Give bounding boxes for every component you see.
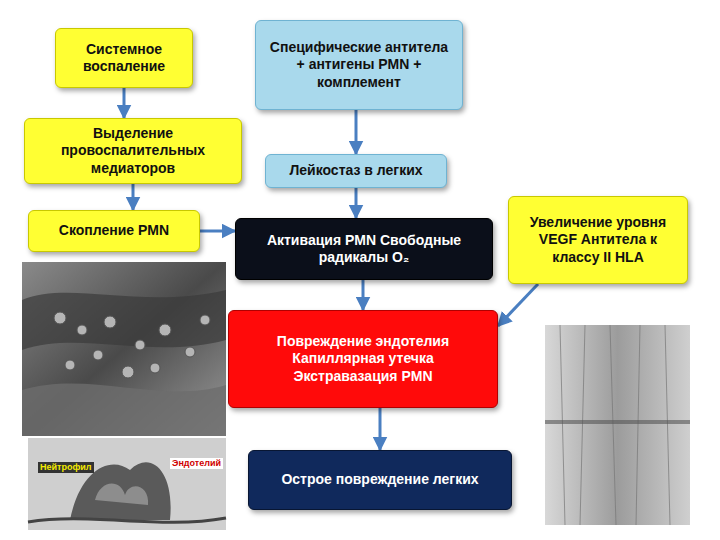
node-text: Выделение провоспалительных медиаторов	[35, 125, 231, 178]
damage-box: Повреждение эндотелия Капиллярная утечка…	[228, 310, 498, 408]
flow-arrow	[498, 284, 538, 326]
flow-arrow	[123, 88, 126, 118]
node-text: Системное воспаление	[66, 41, 182, 76]
cause-box: Системное воспаление	[55, 28, 193, 88]
outcome-box: Острое повреждение легких	[248, 450, 512, 510]
factor-box: Увеличение уровня VEGF Антитела к классу…	[508, 196, 688, 284]
node-text: Скопление PMN	[59, 222, 169, 240]
node-text: Лейкостаз в легких	[289, 162, 422, 180]
node-text: Повреждение эндотелия Капиллярная утечка…	[239, 333, 487, 386]
flow-arrow	[362, 280, 365, 310]
process-box: Лейкостаз в легких	[265, 154, 447, 188]
node-text: Специфические антитела + антигены PMN + …	[266, 39, 452, 92]
node-text: Увеличение уровня VEGF Антитела к классу…	[519, 214, 677, 267]
flow-arrow	[132, 184, 135, 210]
flow-arrow	[355, 188, 358, 218]
flow-arrow	[355, 110, 358, 154]
vessel-micrograph	[545, 325, 690, 525]
cause-box: Специфические антитела + антигены PMN + …	[255, 20, 463, 110]
process-box: Выделение провоспалительных медиаторов	[24, 118, 242, 184]
tem-micrograph	[28, 438, 226, 530]
photo-label: Эндотелий	[170, 458, 223, 469]
node-text: Активация PMN Свободные радикалы O₂	[246, 232, 482, 267]
sem-micrograph	[22, 262, 226, 436]
process-box: Скопление PMN	[28, 210, 200, 252]
process-box: Активация PMN Свободные радикалы O₂	[235, 218, 493, 280]
node-text: Острое повреждение легких	[281, 471, 478, 489]
flow-arrow	[200, 230, 235, 233]
flow-arrow	[379, 408, 382, 450]
photo-label: Нейтрофил	[38, 462, 94, 473]
